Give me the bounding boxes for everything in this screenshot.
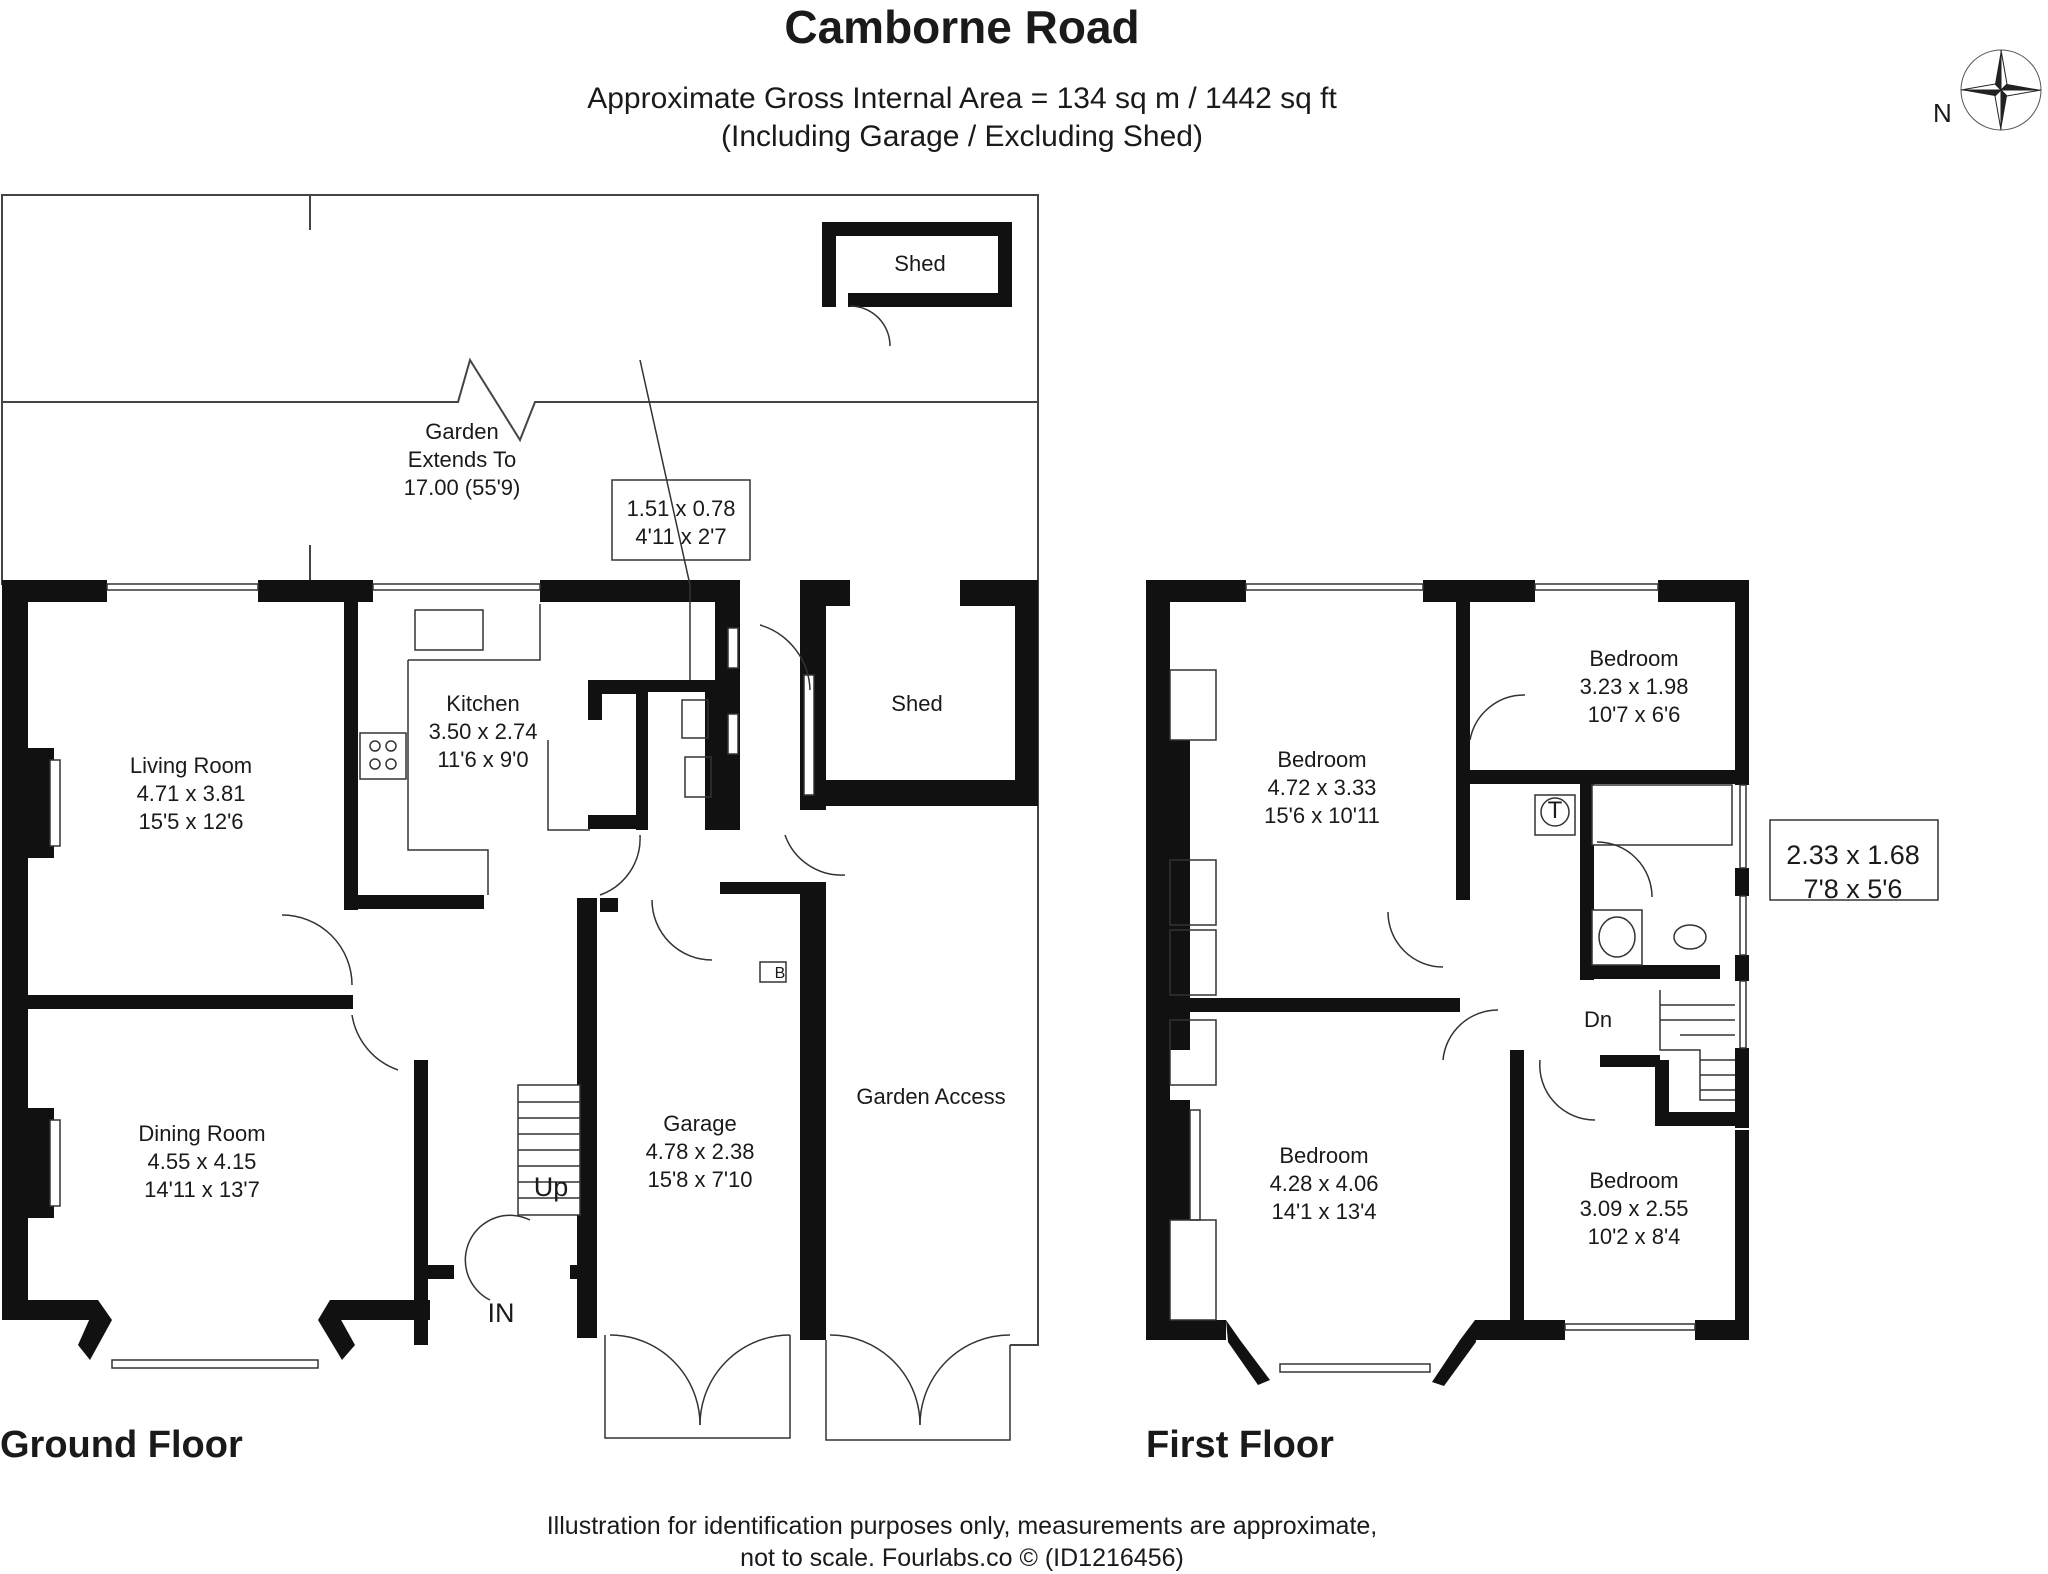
kitchen-label: Kitchen 3.50 x 2.74 11'6 x 9'0 (428, 691, 538, 772)
disclaimer-line-1: Illustration for identification purposes… (546, 1512, 1378, 1540)
ground-wall-left (2, 580, 28, 1320)
bathroom-dimensions: 2.33 x 1.68 7'8 x 5'6 (1786, 840, 1920, 904)
ground-floor-label: Ground Floor (0, 1424, 243, 1466)
first-wall-top-left (1146, 580, 1246, 602)
tank-marker: T (1547, 797, 1563, 824)
first-floor-label: First Floor (1146, 1424, 1334, 1466)
area-line: Approximate Gross Internal Area = 134 sq… (587, 82, 1337, 115)
side-shed-label: Shed (891, 691, 943, 716)
dining-room-label: Dining Room 4.55 x 4.15 14'11 x 13'7 (138, 1121, 266, 1202)
stairs-down-label: Dn (1583, 1007, 1613, 1032)
garden-boundary (1, 194, 1039, 1346)
stairs-up-label: Up (533, 1172, 569, 1202)
wc-dimensions: 1.51 x 0.78 4'11 x 2'7 (626, 496, 736, 549)
bedroom-small-label: Bedroom 3.23 x 1.98 10'7 x 6'6 (1579, 646, 1689, 727)
compass-north-label: N (1933, 98, 1952, 128)
page-title: Camborne Road (784, 1, 1140, 53)
living-room-label: Living Room 4.71 x 3.81 15'5 x 12'6 (129, 753, 253, 834)
bedroom-front-left-label: Bedroom 4.72 x 3.33 15'6 x 10'11 (1264, 747, 1380, 828)
disclaimer-line-2: not to scale. Fourlabs.co © (ID1216456) (740, 1544, 1184, 1572)
garden-access-label: Garden Access (856, 1084, 1006, 1109)
area-note: (Including Garage / Excluding Shed) (721, 120, 1203, 153)
area-summary: Approximate Gross Internal Area = 134 sq… (0, 80, 1924, 156)
garage-wall-left (577, 898, 597, 1338)
garden-fence-line (2, 357, 1038, 443)
compass-icon: N (1933, 40, 2045, 150)
entrance-label: IN (487, 1298, 515, 1328)
garage-label: Garage 4.78 x 2.38 15'8 x 7'10 (645, 1111, 755, 1192)
garden-shed-label: Shed (894, 251, 946, 276)
bedroom-bay-label: Bedroom 4.28 x 4.06 14'1 x 13'4 (1269, 1143, 1379, 1224)
garden-shed-walls (822, 222, 1012, 236)
disclaimer-footer: Illustration for identification purposes… (0, 1510, 1924, 1574)
bedroom-right-label: Bedroom 3.09 x 2.55 10'2 x 8'4 (1579, 1168, 1689, 1249)
boiler-marker: B (774, 965, 786, 982)
garden-label: Garden Extends To 17.00 (55'9) (403, 419, 521, 500)
